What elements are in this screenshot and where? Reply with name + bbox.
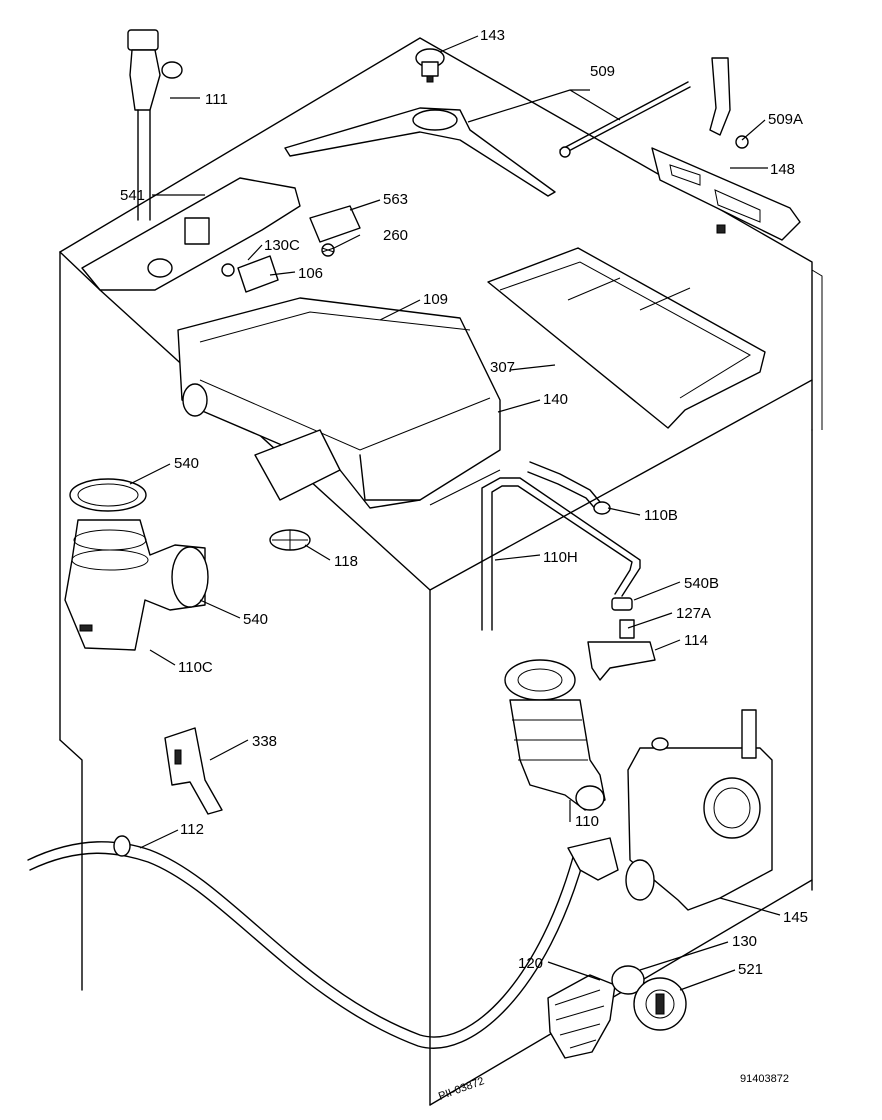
label-145: 145 (783, 909, 808, 926)
label-130c: 130C (264, 237, 300, 254)
label-540b: 540B (684, 575, 719, 592)
part-148-tray (651, 147, 801, 241)
part-labels: 111 143 509 509A 148 541 563 260 130C 10… (120, 27, 808, 978)
part-109-140-dispenser-housing (177, 297, 501, 509)
label-307: 307 (490, 359, 515, 376)
label-130: 130 (732, 933, 757, 950)
part-307-drawer (487, 247, 766, 429)
label-110c: 110C (178, 659, 213, 676)
part-111-inlet-valve (127, 29, 183, 221)
label-143: 143 (480, 27, 505, 44)
label-118: 118 (334, 553, 358, 570)
part-130c-106-switch (221, 255, 279, 293)
label-106: 106 (298, 265, 323, 282)
label-260: 260 (383, 227, 408, 244)
label-521: 521 (738, 961, 763, 978)
label-541: 541 (120, 187, 145, 204)
part-143-knob (415, 48, 445, 83)
label-563: 563 (383, 191, 408, 208)
label-540-mid: 540 (243, 611, 268, 628)
part-338-clip (164, 727, 223, 815)
label-140: 140 (543, 391, 568, 408)
label-111: 111 (205, 91, 228, 108)
label-110b: 110B (644, 507, 678, 524)
label-127a: 127A (676, 605, 711, 622)
part-120-130-521-filter (547, 965, 687, 1059)
part-110b-110h-hoses (481, 461, 641, 631)
part-145-pump-housing (625, 709, 773, 911)
label-110h: 110H (543, 549, 578, 566)
part-563-clip (309, 205, 361, 243)
part-540b-127a-114-fittings (587, 597, 656, 681)
part-112-drain-hose (27, 835, 619, 1049)
label-110: 110 (575, 813, 599, 830)
label-148: 148 (770, 161, 795, 178)
part-110-bellows (504, 659, 606, 811)
stamp-code: PII-03872 (437, 1075, 486, 1103)
label-509: 509 (590, 63, 615, 80)
label-120: 120 (518, 955, 543, 972)
part-541-bracket (81, 177, 301, 291)
label-109: 109 (423, 291, 448, 308)
diagram-code: 91403872 (740, 1073, 789, 1085)
label-338: 338 (252, 733, 277, 750)
part-260-spring (321, 243, 335, 257)
label-540-top: 540 (174, 455, 199, 472)
part-540-110c-sump-hose (64, 478, 209, 651)
label-112: 112 (180, 821, 204, 838)
leader-lines (129, 35, 781, 991)
label-509a: 509A (768, 111, 803, 128)
cabinet-outline (59, 37, 823, 1106)
part-118-filter (269, 529, 311, 551)
label-114: 114 (684, 632, 708, 649)
part-509-lever (284, 57, 749, 197)
